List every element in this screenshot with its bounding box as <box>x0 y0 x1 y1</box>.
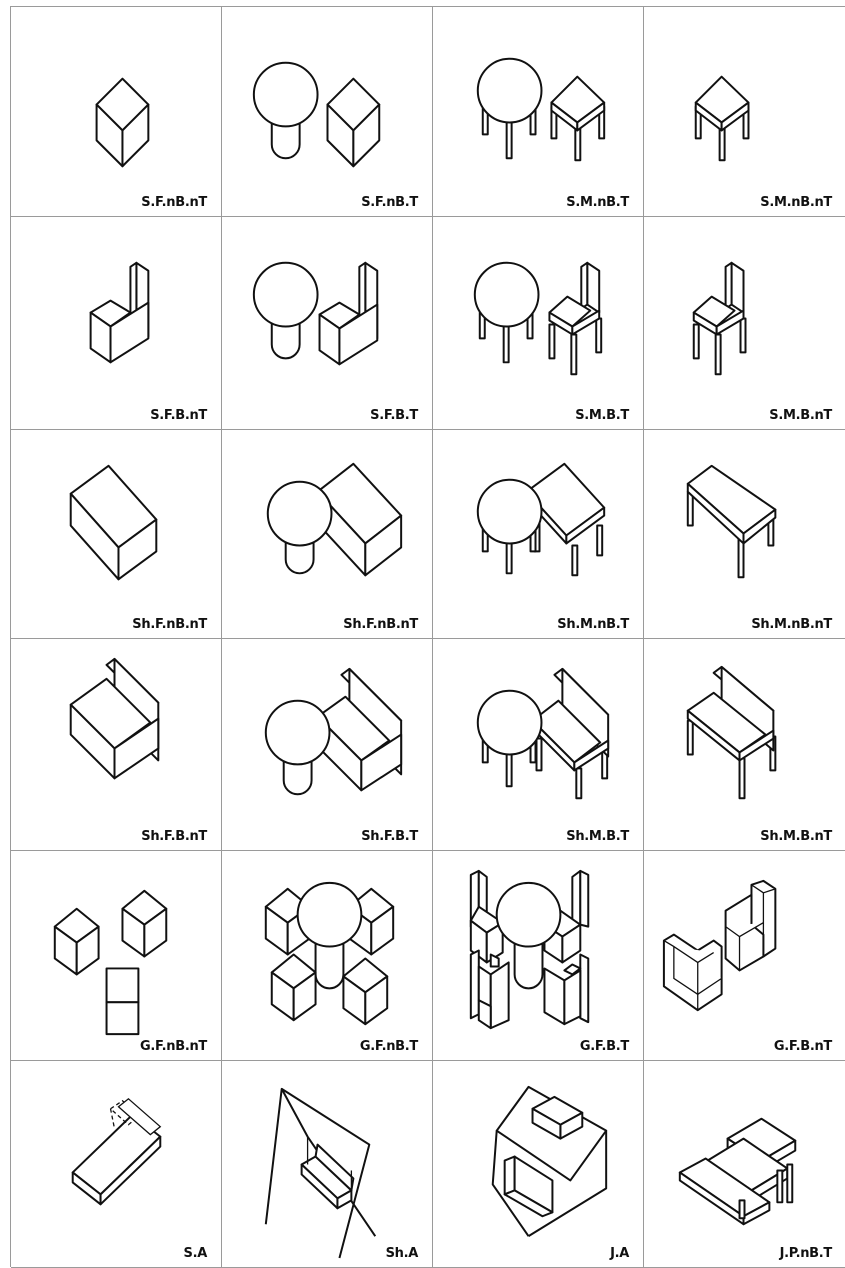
cell-solid-shared-back-no-table: Sh.F.B.nT <box>11 639 222 851</box>
solid-chair <box>726 881 776 971</box>
cell-stool-seat-no-back-no-table: S.M.nB.nT <box>644 7 845 217</box>
legged-round-table <box>478 480 542 574</box>
typology-label: G.F.nB.T <box>360 1039 418 1054</box>
typology-label: S.F.nB.nT <box>141 195 207 210</box>
typology-label: Sh.M.B.T <box>566 829 629 844</box>
typology-label: G.F.B.nT <box>774 1039 832 1054</box>
typology-label: S.M.B.nT <box>769 408 832 423</box>
legged-round-table <box>478 59 542 159</box>
cell-joint-picnic-no-back-table: J.P.nB.T <box>644 1061 845 1268</box>
typology-label: Sh.F.nB.nT <box>343 617 418 632</box>
cell-solid-shared-no-back-table: Sh.F.nB.nT <box>222 430 433 639</box>
cell-joint-adjustable: J.A <box>433 1061 644 1268</box>
solid-round-table <box>254 63 318 159</box>
cell-stool-shared-no-back-no-table: Sh.M.nB.nT <box>644 430 845 639</box>
legged-stool <box>696 77 749 161</box>
seat-block-top-view <box>107 968 139 1034</box>
cell-group-solid-no-back-no-table: G.F.nB.nT <box>11 851 222 1061</box>
typology-label: S.F.B.nT <box>150 408 207 423</box>
cell-group-solid-back-no-table: G.F.B.nT <box>644 851 845 1061</box>
cell-solid-seat-back-no-table: S.F.B.nT <box>11 217 222 430</box>
cell-solid-seat-no-back-table: S.F.nB.T <box>222 7 433 217</box>
typology-label: Sh.M.nB.nT <box>751 617 832 632</box>
cell-stool-seat-back-table: S.M.B.T <box>433 217 644 430</box>
cell-solid-seat-back-table: S.F.B.T <box>222 217 433 430</box>
legged-shared-bench-with-back <box>533 669 609 798</box>
cell-group-solid-no-back-table: G.F.nB.T <box>222 851 433 1061</box>
solid-round-table <box>268 482 332 574</box>
picnic-table <box>680 1119 795 1224</box>
legged-chair <box>694 263 746 374</box>
swing-bench <box>266 1089 375 1258</box>
legged-round-table <box>475 263 539 363</box>
cell-stool-shared-back-table: Sh.M.B.T <box>433 639 644 851</box>
typology-label: Sh.F.B.T <box>361 829 418 844</box>
swing-frame-with-seats <box>493 1087 606 1236</box>
typology-label: G.F.B.T <box>580 1039 629 1054</box>
seat-cube <box>122 891 166 957</box>
lounge-chair <box>73 1099 161 1204</box>
cell-stool-seat-back-no-table: S.M.B.nT <box>644 217 845 430</box>
shared-bench-with-back <box>71 659 159 778</box>
seat-cube <box>97 79 149 167</box>
typology-label: S.M.B.T <box>575 408 629 423</box>
cell-stool-shared-back-no-table: Sh.M.B.nT <box>644 639 845 851</box>
legged-stool <box>551 77 604 161</box>
typology-label: J.A <box>610 1246 629 1261</box>
cell-shared-adjustable: Sh.A <box>222 1061 433 1268</box>
solid-chair <box>320 263 378 365</box>
typology-label: S.F.nB.T <box>361 195 418 210</box>
typology-label: Sh.M.nB.T <box>557 617 629 632</box>
shared-bench-block <box>71 466 157 579</box>
typology-label: S.M.nB.T <box>566 195 629 210</box>
typology-label: Sh.F.nB.nT <box>132 617 207 632</box>
seating-typology-grid: S.F.nB.nT S.F.nB.T <box>10 6 845 1267</box>
solid-chair <box>664 935 722 1011</box>
typology-label: Sh.A <box>386 1246 418 1261</box>
solid-chair <box>544 955 588 1025</box>
typology-label: Sh.M.B.nT <box>760 829 832 844</box>
typology-label: G.F.nB.nT <box>140 1039 207 1054</box>
cell-stool-seat-no-back-table: S.M.nB.T <box>433 7 644 217</box>
cell-solid-shared-no-back-no-table: Sh.F.nB.nT <box>11 430 222 639</box>
legged-shared-bench <box>688 466 776 577</box>
typology-label: S.M.nB.nT <box>760 195 832 210</box>
typology-label: Sh.F.B.nT <box>141 829 207 844</box>
seat-cube <box>55 909 99 975</box>
cell-solid-shared-back-table: Sh.F.B.T <box>222 639 433 851</box>
solid-round-table <box>266 701 330 795</box>
cell-group-solid-back-table: G.F.B.T <box>433 851 644 1061</box>
cell-solid-seat-adjustable: S.A <box>11 1061 222 1268</box>
seat-cube <box>327 79 379 167</box>
typology-label: S.F.B.T <box>370 408 418 423</box>
cell-solid-seat-no-back-no-table: S.F.nB.nT <box>11 7 222 217</box>
cell-stool-shared-no-back-table: Sh.M.nB.T <box>433 430 644 639</box>
seat-cube <box>272 955 316 1021</box>
solid-chair <box>471 951 509 1029</box>
legged-chair <box>549 263 601 374</box>
legged-round-table <box>478 691 542 787</box>
seat-cube <box>343 958 387 1024</box>
solid-chair <box>91 263 149 363</box>
typology-label: J.P.nB.T <box>780 1246 832 1261</box>
legged-shared-bench-with-back <box>688 667 776 798</box>
typology-label: S.A <box>184 1246 207 1261</box>
solid-round-table <box>254 263 318 359</box>
